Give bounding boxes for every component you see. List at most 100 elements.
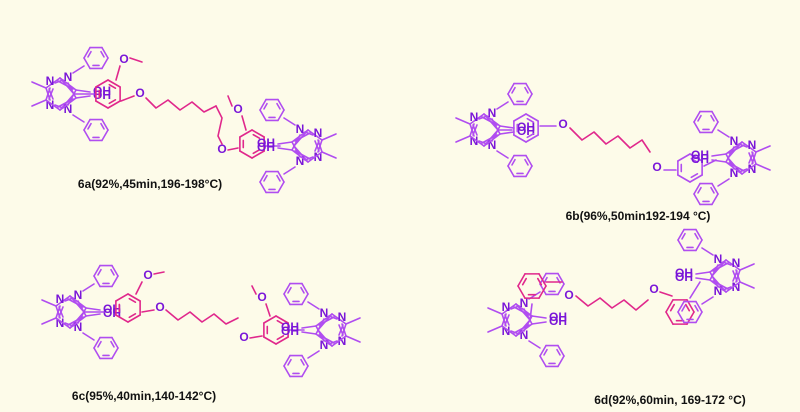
benzene-ring: [693, 182, 719, 206]
bond: [526, 117, 535, 124]
nitrogen-label: N: [714, 284, 723, 298]
bond: [725, 146, 735, 163]
nitrogen-label: N: [64, 102, 73, 116]
bond: [689, 281, 701, 299]
bond: [507, 154, 515, 167]
bond: [722, 261, 732, 266]
bond: [45, 99, 61, 111]
bond: [526, 132, 535, 139]
bond-chain: [165, 309, 239, 325]
benzene-ring: [513, 113, 539, 143]
bond: [701, 296, 714, 305]
benzene-ring: [677, 153, 703, 183]
bond: [239, 129, 253, 138]
bond: [524, 86, 529, 94]
bond: [283, 293, 291, 306]
benzene-ring: [93, 336, 119, 360]
bond: [55, 305, 61, 319]
nitrogen-label: N: [732, 280, 741, 294]
pyrazole-ring: [725, 143, 757, 175]
bond: [307, 129, 323, 141]
bond: [276, 334, 285, 341]
bond: [283, 354, 291, 367]
bond: [83, 46, 91, 59]
bond: [665, 311, 674, 325]
bond: [684, 303, 691, 312]
benzene-ring: [115, 293, 141, 323]
bond: [97, 340, 102, 348]
bond: [690, 172, 699, 179]
bond: [54, 79, 64, 84]
bond: [539, 283, 547, 296]
benzene-ring: [283, 282, 309, 306]
bond: [345, 335, 361, 343]
bond: [338, 324, 344, 336]
bond: [677, 239, 685, 252]
nitrogen-label: N: [520, 296, 529, 310]
bond: [82, 283, 95, 292]
nitrogen-label: N: [714, 252, 723, 266]
hydroxyl-label: OH: [549, 310, 567, 324]
nitrogen-label: N: [732, 256, 741, 270]
benzene-ring: [93, 264, 119, 288]
bond: [539, 355, 547, 368]
nitrogen-label: N: [296, 122, 305, 136]
bond: [153, 271, 165, 275]
bond: [301, 282, 309, 295]
hydroxyl-label: OH: [675, 270, 693, 284]
bond: [738, 143, 748, 148]
bond: [277, 109, 285, 122]
bond: [741, 141, 757, 153]
bond: [97, 268, 102, 276]
bond: [496, 101, 509, 110]
bond: [517, 273, 526, 287]
nitrogen-label: N: [730, 134, 739, 148]
bond: [127, 293, 141, 302]
bond: [135, 281, 143, 295]
bond: [72, 114, 85, 123]
bond: [694, 304, 699, 312]
bond: [301, 331, 317, 335]
bond: [259, 181, 267, 194]
bond: [251, 150, 265, 159]
bond: [276, 319, 285, 326]
bond: [487, 307, 503, 315]
bond: [111, 336, 119, 349]
bond: [275, 315, 289, 324]
bond: [677, 300, 685, 313]
bond: [263, 174, 268, 182]
bond: [101, 57, 109, 70]
bond: [693, 193, 701, 206]
bond: [315, 333, 333, 347]
bond: [277, 181, 285, 194]
bond: [755, 145, 771, 153]
bond: [711, 193, 719, 206]
bond: [525, 154, 533, 167]
bond: [677, 311, 685, 324]
bond: [95, 100, 109, 109]
bond: [241, 115, 247, 131]
bond: [41, 317, 57, 325]
bond: [690, 157, 699, 164]
nitrogen-label: N: [46, 98, 55, 112]
bond: [115, 65, 121, 81]
bond: [521, 277, 528, 286]
bond: [513, 134, 527, 143]
bond: [511, 158, 516, 166]
bond: [93, 264, 101, 277]
bond: [41, 299, 57, 307]
bond: [301, 365, 309, 378]
bond: [83, 129, 91, 142]
hydroxyl-label: OH: [281, 324, 299, 338]
benzene-ring: [665, 299, 695, 325]
hydroxyl-label: OH: [93, 88, 111, 102]
hydroxyl-label: OH: [93, 84, 111, 98]
bond: [689, 174, 703, 183]
bond: [741, 163, 757, 175]
bond: [717, 129, 730, 138]
benzene-ring: [83, 118, 109, 142]
bond: [31, 99, 47, 107]
